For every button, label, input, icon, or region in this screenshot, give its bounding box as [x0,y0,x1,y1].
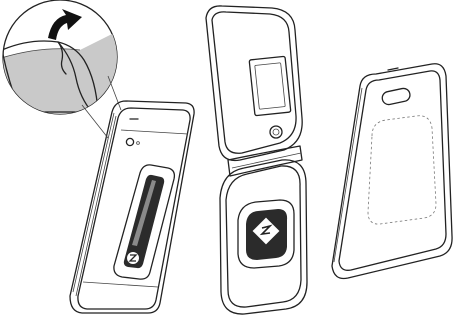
peel-backing-inset [0,0,121,138]
camera-cutout [381,87,411,106]
mount-logo-icon [128,253,139,264]
camera-icon [126,138,133,145]
flip-phone [206,6,307,314]
mount-plate [114,165,174,279]
curved-arrow-icon [48,9,82,40]
flip-mount-plate [238,200,294,268]
smartphone [70,101,194,313]
phone-case [332,64,452,279]
flip-camera-icon [270,126,282,138]
mount-placement-outline [368,116,436,224]
